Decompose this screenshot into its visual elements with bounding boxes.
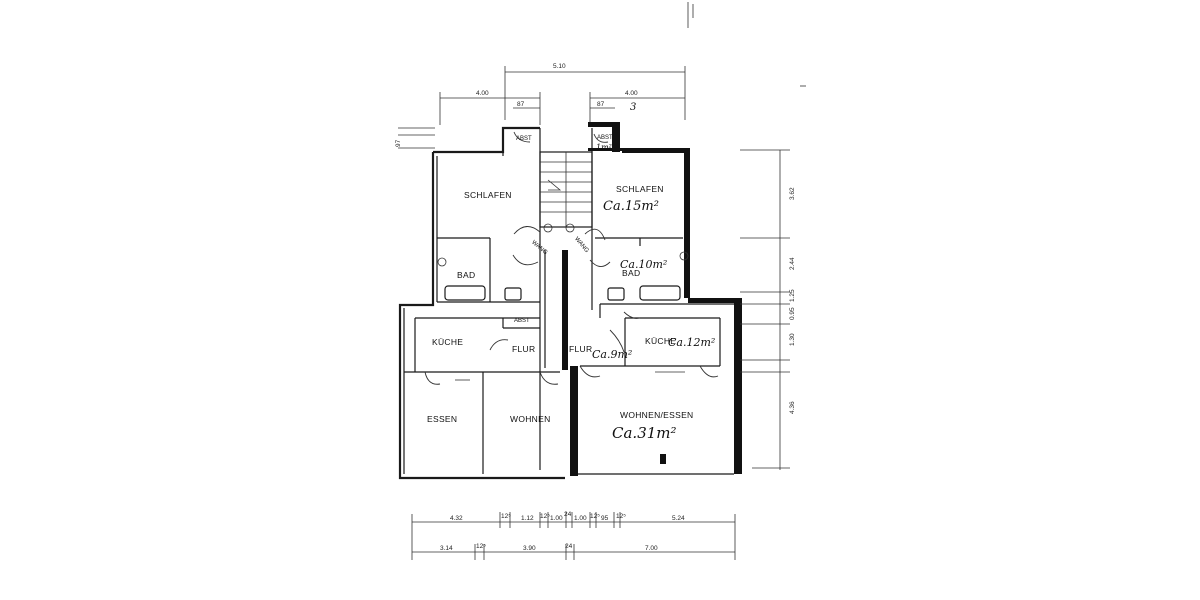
dim-overall-top: 5.10 — [553, 63, 566, 70]
room-wohnen-essen: WOHNEN/ESSEN — [620, 410, 694, 420]
dim-edge: 97 — [395, 139, 402, 147]
dim-right-1: 3.62 — [789, 187, 796, 200]
area-bad: Ca.10m² — [620, 258, 667, 271]
dim-bottom1-6: 1.00 — [574, 515, 587, 522]
top-dimensions: 5.10 4.00 87 4.00 87 3 97 — [395, 63, 686, 149]
room-wohnen: WOHNEN — [510, 414, 551, 424]
dim-right-4: 0.95 — [789, 307, 796, 320]
area-schlafen: Ca.15m² — [603, 199, 659, 214]
right-dimensions: 3.62 2.44 1.25 0.95 1.30 4.36 — [740, 149, 796, 470]
dim-small-right: 87 — [597, 101, 605, 108]
room-labels: SCHLAFEN SCHLAFEN BAD BAD KÜCHE KÜCHE FL… — [427, 135, 694, 424]
dim-bottom1-8: 95 — [601, 515, 609, 522]
room-kueche-left: KÜCHE — [432, 337, 463, 347]
area-abst: 1m² — [596, 143, 612, 152]
room-kueche-right: KÜCHE — [645, 336, 676, 346]
room-bad-left: BAD — [457, 270, 475, 280]
room-schlafen-left: SCHLAFEN — [464, 190, 512, 200]
dim-bottom1-4: 1.00 — [550, 515, 563, 522]
dim-right-5: 1.30 — [789, 333, 796, 346]
dim-bottom2-2: 3.90 — [523, 545, 536, 552]
dim-bottom2-1: 12⁵ — [476, 543, 486, 550]
room-flur-left: FLUR — [512, 344, 535, 354]
room-abst-mid: ABST — [514, 318, 530, 324]
doors — [424, 131, 719, 385]
room-abst-top-right: ABST — [597, 135, 613, 141]
room-schlafen-right: SCHLAFEN — [616, 184, 664, 194]
dim-right-3: 1.25 — [789, 289, 796, 302]
fixtures — [437, 251, 689, 381]
stairs-label-right: WANG — [573, 236, 590, 254]
room-flur-right: FLUR — [569, 344, 592, 354]
dim-right-2: 2.44 — [789, 257, 796, 270]
area-flur: Ca.9m² — [592, 348, 632, 361]
handwritten-mark: 3 — [630, 102, 636, 113]
stairs-label-left: WANG — [530, 240, 548, 257]
dim-bottom2-4: 7.00 — [645, 545, 658, 552]
dim-left-top: 4.00 — [476, 90, 489, 97]
dim-bottom1-10: 5.24 — [672, 515, 685, 522]
bottom-dimensions: 4.32 12⁵ 1.12 12⁵ 1.00 24 1.00 12⁵ 95 12… — [411, 511, 736, 560]
room-abst-top-left: ABST — [516, 136, 532, 142]
dim-right-6: 4.36 — [789, 401, 796, 414]
dim-bottom2-3: 24 — [565, 543, 573, 550]
dim-bottom1-0: 4.32 — [450, 515, 463, 522]
dim-bottom2-0: 3.14 — [440, 545, 453, 552]
scan-marks — [687, 2, 806, 87]
dim-small-left: 87 — [517, 101, 525, 108]
handwritten-areas: Ca.15m² Ca.10m² Ca.12m² Ca.9m² Ca.31m² 1… — [592, 143, 715, 442]
dim-bottom1-9: 12⁵ — [616, 513, 626, 520]
dim-right-top: 4.00 — [625, 90, 638, 97]
area-kueche: Ca.12m² — [668, 336, 715, 349]
dim-bottom1-2: 1.12 — [521, 515, 534, 522]
walls-right — [562, 122, 742, 476]
dim-bottom1-1: 12⁵ — [501, 513, 511, 520]
room-bad-right: BAD — [622, 268, 640, 278]
room-essen: ESSEN — [427, 414, 457, 424]
area-wohnen: Ca.31m² — [612, 424, 677, 442]
dim-bottom1-7: 12⁵ — [590, 513, 600, 520]
dim-bottom1-5: 24 — [564, 511, 572, 518]
dim-bottom1-3: 12⁵ — [540, 513, 550, 520]
